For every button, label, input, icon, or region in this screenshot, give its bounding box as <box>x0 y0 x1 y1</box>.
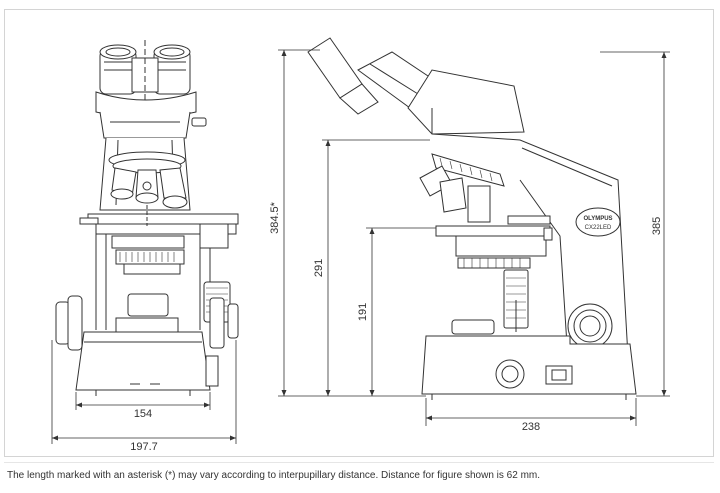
side-condenser <box>457 257 531 269</box>
badge-brand: OLYMPUS <box>583 216 612 222</box>
side-dial <box>567 303 613 349</box>
side-base <box>421 319 637 400</box>
side-nosepiece <box>419 153 505 223</box>
dim-height-384-5: 384.5* <box>269 201 281 234</box>
figure-caption: The length marked with an asterisk (*) m… <box>7 470 541 481</box>
dim-height-385: 385 <box>651 217 663 235</box>
front-eyepieces <box>99 40 191 100</box>
side-view <box>278 37 670 426</box>
dimension-arrowheads <box>52 50 667 441</box>
front-head <box>95 91 207 139</box>
side-focus-knob <box>503 269 529 332</box>
dim-front-154: 154 <box>134 408 152 420</box>
front-focus-knobs <box>55 281 239 351</box>
dim-front-197-7: 197.7 <box>130 441 158 453</box>
dim-height-291: 291 <box>313 259 325 277</box>
badge-model: CX22LED <box>585 225 612 231</box>
figure-frame <box>4 9 714 457</box>
side-stage <box>435 215 553 257</box>
front-view <box>51 40 239 444</box>
front-lamp <box>115 293 179 333</box>
front-nosepiece <box>108 151 188 209</box>
caption-divider <box>4 462 714 463</box>
side-dimension-lines <box>278 49 670 426</box>
dim-height-191: 191 <box>357 303 369 321</box>
model-badge-shape <box>575 207 621 237</box>
front-condenser <box>111 235 185 275</box>
microscope-drawing: 154 197.7 238 384.5* 291 191 385 OLYMPUS… <box>51 37 670 453</box>
front-base <box>75 331 219 396</box>
front-stage <box>79 205 239 249</box>
dim-side-238: 238 <box>522 421 540 433</box>
front-dimension-lines <box>51 340 237 444</box>
side-head <box>407 69 525 147</box>
